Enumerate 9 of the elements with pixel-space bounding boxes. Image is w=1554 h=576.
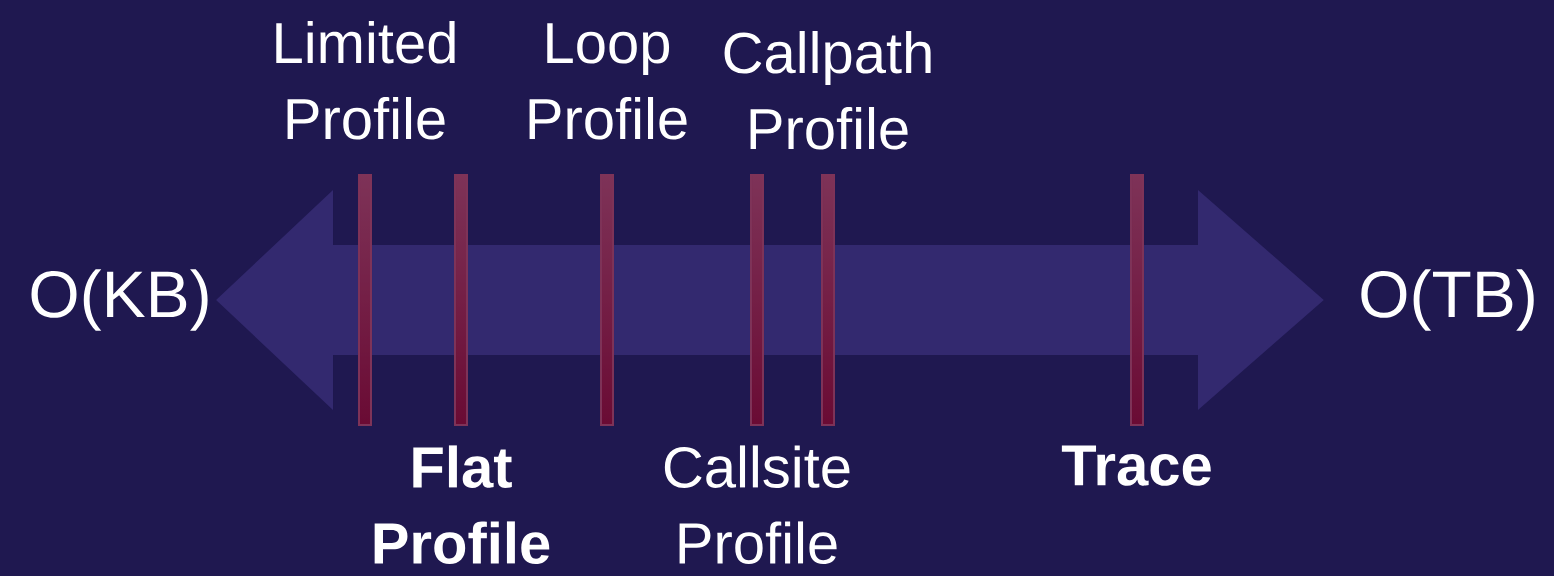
bar-label: Trace <box>1061 445 1211 486</box>
bar-label: Callpath Profile <box>724 31 931 150</box>
bar-label: Callsite Profile <box>664 445 850 564</box>
bar-label: Limited Profile <box>276 21 455 140</box>
double-arrow <box>216 190 1324 410</box>
size-label: O(KB) <box>31 269 208 331</box>
bar-label: Flat Profile <box>374 445 550 564</box>
bar-label: Loop Profile <box>529 23 687 140</box>
size-label: O(TB) <box>1361 269 1534 331</box>
